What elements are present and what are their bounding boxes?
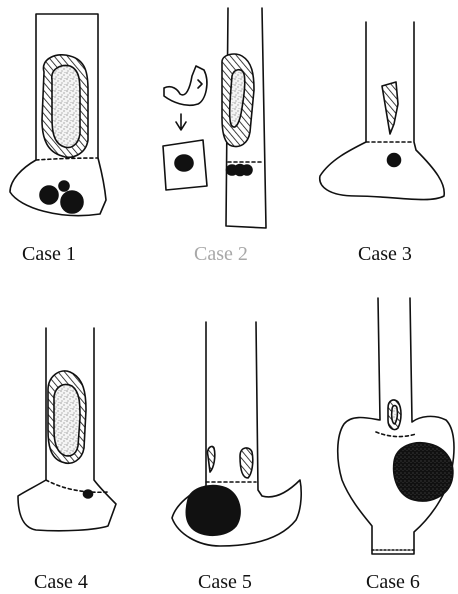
case-6-gastric-junction-line: [376, 432, 416, 437]
case-1-caption: Case 1: [22, 243, 76, 265]
case-2-caption: Case 2: [194, 243, 248, 265]
case-2-inset-arrow: [176, 114, 186, 130]
case-3-illustration: [320, 22, 444, 200]
case-1-node: [59, 181, 69, 191]
case-2-inset-node: [175, 155, 193, 171]
case-6-tumor: [394, 443, 453, 501]
case-6-illustration: [338, 298, 454, 554]
case-1-gastric-junction-line: [36, 158, 98, 160]
case-4-caption: Case 4: [34, 571, 88, 593]
case-6-caption: Case 6: [366, 571, 420, 593]
case-2-inset-detail: [198, 80, 202, 88]
case-1-node: [61, 191, 83, 213]
case-5-caption: Case 5: [198, 571, 252, 593]
case-4-lesion-core: [54, 384, 80, 455]
case-4-illustration: [18, 328, 116, 531]
case-3-lesion: [382, 82, 398, 134]
case-4-node: [84, 490, 93, 498]
case-6-lesion-core: [392, 406, 398, 424]
case-1-lesion-core: [52, 66, 80, 148]
case-1-illustration: [10, 14, 106, 216]
case-5-tumor: [186, 486, 240, 536]
case-5-lesion: [208, 446, 215, 472]
case-5-lesion: [240, 448, 253, 478]
case-1-node: [40, 186, 58, 204]
case-3-esophagus-outline: [320, 22, 444, 200]
case-2-node: [242, 165, 252, 175]
case-5-illustration: [172, 322, 301, 546]
case-3-node: [388, 154, 401, 167]
case-3-caption: Case 3: [358, 243, 412, 265]
case-2-illustration: [163, 8, 266, 228]
